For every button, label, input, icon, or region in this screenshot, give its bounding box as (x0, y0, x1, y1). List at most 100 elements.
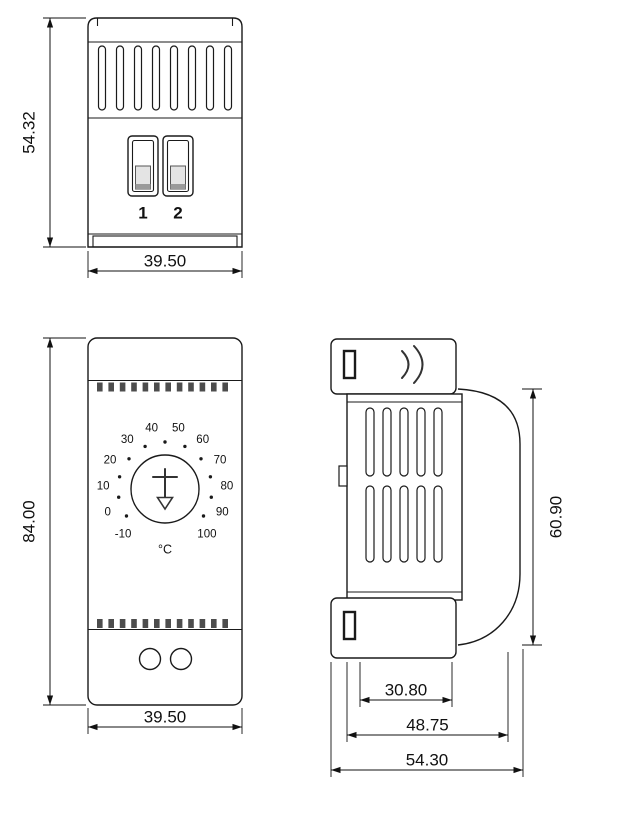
arrowhead-up (46, 18, 54, 28)
side-vent-slots-upper (365, 407, 443, 477)
dial-number-90: 90 (216, 507, 229, 519)
dial-number-60: 60 (196, 434, 209, 446)
dial-unit-label: °C (158, 543, 172, 557)
vent-slot (169, 45, 179, 111)
arrowhead-left (347, 731, 357, 739)
front-width-dim-label: 39.50 (144, 708, 187, 727)
dim-side-total-width: 54.30 (330, 649, 524, 777)
vent-slot (433, 485, 443, 563)
side-height-dim-label: 60.90 (547, 496, 566, 539)
dial-number--10: -10 (115, 529, 132, 541)
switch-well (166, 139, 190, 193)
dim-top-width: 39.50 (87, 251, 243, 278)
vent-slot (365, 485, 375, 563)
vent-slot (365, 407, 375, 477)
dial-tick-dot (209, 495, 213, 499)
front-panel-curve (457, 388, 521, 646)
side-latch (338, 465, 348, 487)
vent-slot (115, 45, 125, 111)
arrowhead-left (331, 766, 341, 774)
vent-slot (433, 407, 443, 477)
vent-slot (223, 45, 233, 111)
arrowhead-left (88, 723, 98, 731)
clip-spring-icon (413, 345, 424, 384)
arrowhead-left (360, 696, 370, 704)
side-vent-slots-lower (365, 485, 443, 563)
arrowhead-down (46, 237, 54, 247)
vent-slot (416, 485, 426, 563)
front-view: -10 0 10 20 30 40 50 60 70 80 90 100 °C (87, 337, 243, 706)
dim-side-height: 60.90 (522, 388, 566, 646)
dial-number-20: 20 (104, 454, 117, 466)
vent-slot (382, 407, 392, 477)
side-view (330, 338, 521, 659)
switch-well (131, 139, 155, 193)
dial-number-70: 70 (214, 454, 227, 466)
vent-slot (151, 45, 161, 111)
arrowhead-down (529, 635, 537, 645)
vent-slots (97, 45, 233, 111)
vent-slot (133, 45, 143, 111)
terminal-hole (169, 647, 193, 671)
arrowhead-up (529, 389, 537, 399)
dial-number-80: 80 (221, 480, 234, 492)
dial-number-0: 0 (104, 507, 110, 519)
dial-number-50: 50 (172, 423, 185, 435)
dial-scale: -10 0 10 20 30 40 50 60 70 80 90 100 °C (97, 423, 234, 557)
arrowhead-right (513, 766, 523, 774)
vent-slot (97, 45, 107, 111)
switch-1 (127, 135, 159, 197)
clip-slot-top (342, 349, 357, 380)
dial-tick-dots (117, 440, 213, 518)
vent-slot (399, 485, 409, 563)
terminal-1-label: 1 (138, 204, 147, 223)
side-total-dim-label: 54.30 (406, 751, 449, 770)
dial-tick-dot (199, 457, 203, 461)
vent-slot (382, 485, 392, 563)
arrowhead-up (46, 338, 54, 348)
arrowhead-right (232, 723, 242, 731)
dim-front-width: 39.50 (87, 708, 243, 734)
dial-tick-dot (117, 495, 121, 499)
dial-tick-dot (201, 514, 206, 518)
clip-spring-icon (401, 350, 410, 379)
dial-tick-dot (163, 440, 167, 444)
arrowhead-left (88, 267, 98, 275)
arrowhead-down (46, 695, 54, 705)
front-height-dim-label: 84.00 (20, 500, 39, 543)
dial-tick-dot (127, 457, 131, 461)
dim-front-height: 84.00 (20, 337, 86, 706)
top-view: 1 2 (87, 17, 243, 248)
dial-number-30: 30 (121, 434, 134, 446)
arrowhead-right (498, 731, 508, 739)
top-body-outline (87, 17, 243, 248)
terminal-2-label: 2 (173, 204, 182, 223)
din-clip-bottom-block (330, 597, 457, 659)
dial-number-100: 100 (197, 529, 216, 541)
arrowhead-right (232, 267, 242, 275)
terminal-hole (138, 647, 162, 671)
dial-number-40: 40 (145, 423, 158, 435)
side-mid-dim-label: 48.75 (406, 716, 449, 735)
arrowhead-right (442, 696, 452, 704)
dial-tick-dot (183, 444, 187, 449)
dim-side-body-width: 30.80 (359, 662, 453, 707)
base-strip (92, 235, 238, 248)
clip-slot-bottom (342, 610, 357, 641)
side-body-dim-label: 30.80 (385, 681, 428, 700)
vent-slot (187, 45, 197, 111)
dial-tick-dot (117, 475, 122, 479)
vent-slot (399, 407, 409, 477)
dial-tick-dot (124, 514, 129, 518)
switch-rocker-ridge (135, 184, 151, 189)
dial-tick-dot (208, 475, 213, 479)
dial-number-10: 10 (97, 480, 110, 492)
dim-side-mid-width: 48.75 (346, 652, 509, 742)
vent-slot (205, 45, 215, 111)
dim-top-height: 54.32 (20, 17, 86, 248)
knob-arrowhead (156, 496, 174, 511)
dial-knob (130, 454, 200, 524)
switch-rocker-ridge (170, 184, 186, 189)
